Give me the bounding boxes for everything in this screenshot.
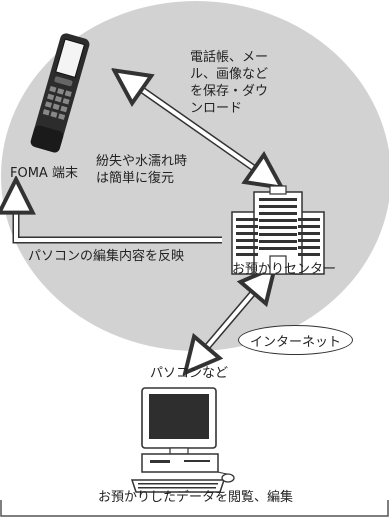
building-icon (231, 185, 325, 275)
foma-label: FOMA 端末 (10, 166, 78, 181)
internet-bubble: インターネット (238, 325, 353, 355)
computer-icon (130, 387, 235, 493)
center-label: お預かりセンター (232, 262, 337, 277)
browse-edit-label: お預かりしたデータを閲覧、編集 (98, 490, 294, 505)
sync-arrow (128, 80, 268, 178)
internet-arrow (196, 280, 264, 360)
download-note: 電話帳、メー ル、画像など を保存・ダウ ンロード (190, 50, 269, 116)
restore-note: 紛失や水濡れ時 は簡単に復元 (96, 154, 188, 186)
pc-label: パソコンなど (150, 366, 229, 381)
reflect-label: パソコンの編集内容を反映 (28, 249, 185, 264)
reflect-arrow (16, 192, 222, 244)
phone-icon (30, 33, 90, 153)
